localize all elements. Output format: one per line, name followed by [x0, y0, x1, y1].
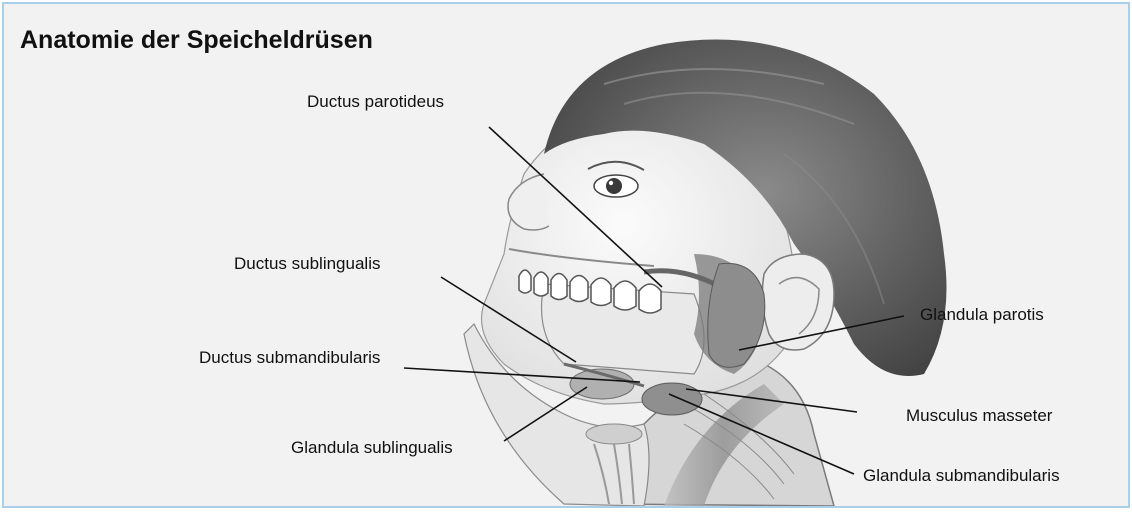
nose [508, 174, 549, 230]
label-glandula-parotis: Glandula parotis [920, 305, 1044, 325]
label-musculus-masseter: Musculus masseter [906, 406, 1052, 426]
label-ductus-parotideus: Ductus parotideus [307, 92, 444, 112]
label-ductus-submandibularis: Ductus submandibularis [199, 348, 380, 368]
page-title: Anatomie der Speicheldrüsen [20, 26, 373, 55]
label-glandula-sublingualis: Glandula sublingualis [291, 438, 453, 458]
label-ductus-sublingualis: Ductus sublingualis [234, 254, 380, 274]
label-glandula-submandibularis: Glandula submandibularis [863, 466, 1060, 486]
head-illustration [4, 4, 1128, 506]
submandibular-gland [642, 383, 702, 415]
ear [762, 254, 834, 350]
